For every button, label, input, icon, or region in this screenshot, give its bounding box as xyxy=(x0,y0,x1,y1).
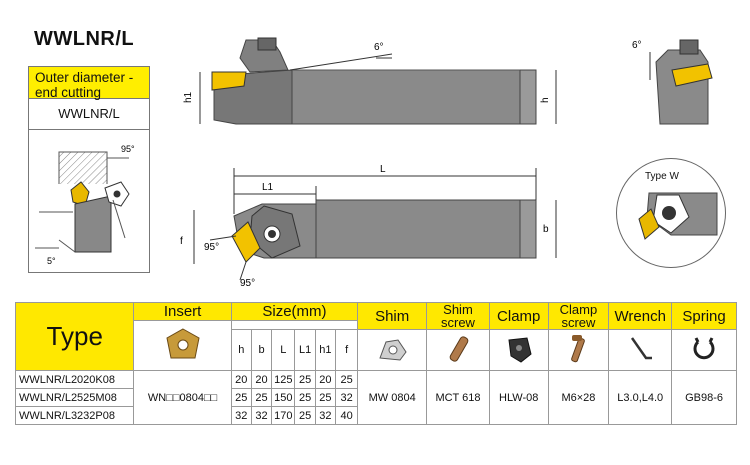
L1-label: L1 xyxy=(262,182,274,193)
clamp-header: Clamp xyxy=(488,302,549,330)
spec-table: Type Insert Size(mm) Shim Shim screw Cla… xyxy=(14,302,737,425)
cell-h1: 20 xyxy=(314,370,336,389)
cell-L: 170 xyxy=(271,406,296,425)
type-w-label: Type W xyxy=(645,171,679,182)
cell-L: 150 xyxy=(271,388,296,407)
clamp-screw-header: Clamp screw xyxy=(547,302,610,330)
insert-code: WN□□0804□□ xyxy=(133,370,232,425)
clamp-screw-icon xyxy=(571,334,586,362)
spring-code: GB98-6 xyxy=(671,370,737,425)
size-header: Size(mm) xyxy=(230,302,359,321)
angle-95b-label: 95° xyxy=(240,278,255,289)
angle-95-label: 95° xyxy=(121,144,135,154)
model-label: WWLNR/L xyxy=(29,99,149,130)
cell-b: 25 xyxy=(250,388,273,407)
row-model: WWLNR/L3232P08 xyxy=(14,406,135,425)
spring-image xyxy=(671,329,737,371)
L-label: L xyxy=(380,164,386,175)
type-header: Type xyxy=(14,302,135,371)
angle-95a-label: 95° xyxy=(204,242,219,253)
col-L: L xyxy=(271,329,296,371)
shim-screw-image xyxy=(426,329,490,371)
wrench-image xyxy=(608,329,673,371)
clamp-icon xyxy=(508,336,532,363)
clamp-code: HLW-08 xyxy=(488,370,549,425)
shim-image xyxy=(357,329,428,371)
wrench-code: L3.0,L4.0 xyxy=(608,370,673,425)
angle-5-label: 5° xyxy=(47,256,56,266)
insert-header: Insert xyxy=(133,302,232,321)
spec-card: Outer diameter - end cutting WWLNR/L 95°… xyxy=(28,66,150,273)
cell-b: 20 xyxy=(250,370,273,389)
clamp-image xyxy=(488,329,549,371)
shim-screw-icon xyxy=(449,335,469,362)
shim-header: Shim xyxy=(357,302,428,330)
type-w-inset: Type W xyxy=(616,158,726,268)
h-label: h xyxy=(540,97,551,103)
angle-6-label: 6° xyxy=(374,42,384,53)
cell-f: 32 xyxy=(334,388,359,407)
col-h: h xyxy=(230,329,252,371)
type-w-sketch xyxy=(638,192,718,240)
col-f: f xyxy=(334,329,359,371)
spring-header: Spring xyxy=(671,302,737,330)
wrench-icon xyxy=(631,336,653,359)
b-label: b xyxy=(543,224,549,235)
cell-h: 32 xyxy=(230,406,252,425)
tool-drawing: 6° h1 h L L1 f b 95° 95° 6° xyxy=(180,37,713,289)
page-title: WWLNR/L xyxy=(34,28,135,50)
table-row: WWLNR/L2525M08 25 25 150 25 25 32 xyxy=(14,388,737,407)
tool-sketch: 95° 5° xyxy=(35,144,135,266)
side-angle-6-label: 6° xyxy=(632,40,642,51)
table-row: WWLNR/L3232P08 32 32 170 25 32 40 xyxy=(14,406,737,425)
shim-screw-code: MCT 618 xyxy=(426,370,490,425)
shim-icon xyxy=(379,338,407,361)
col-h1: h1 xyxy=(314,329,336,371)
spring-icon xyxy=(693,336,715,359)
table-row: WWLNR/L2020K08 WN□□0804□□ 20 20 125 25 2… xyxy=(14,370,737,425)
row-model: WWLNR/L2525M08 xyxy=(14,388,135,407)
cell-h: 25 xyxy=(230,388,252,407)
clamp-screw-image xyxy=(547,329,610,371)
shim-code: MW 0804 xyxy=(357,370,428,425)
insert-image xyxy=(133,320,232,371)
wrench-header: Wrench xyxy=(608,302,673,330)
cell-L: 125 xyxy=(271,370,296,389)
row-model: WWLNR/L2020K08 xyxy=(14,370,135,389)
cell-h1: 32 xyxy=(314,406,336,425)
cell-b: 32 xyxy=(250,406,273,425)
f-label: f xyxy=(180,236,183,247)
cell-h: 20 xyxy=(230,370,252,389)
clamp-screw-code: M6×28 xyxy=(547,370,610,425)
insert-icon xyxy=(166,328,200,359)
cell-h1: 25 xyxy=(314,388,336,407)
category-label: Outer diameter - end cutting xyxy=(29,67,149,100)
cell-L1: 25 xyxy=(294,388,316,407)
col-L1: L1 xyxy=(294,329,316,371)
cell-L1: 25 xyxy=(294,406,316,425)
cell-L1: 25 xyxy=(294,370,316,389)
cell-f: 25 xyxy=(334,370,359,389)
h1-label: h1 xyxy=(183,91,194,103)
col-b: b xyxy=(250,329,273,371)
cell-f: 40 xyxy=(334,406,359,425)
shim-screw-header: Shim screw xyxy=(426,302,490,330)
